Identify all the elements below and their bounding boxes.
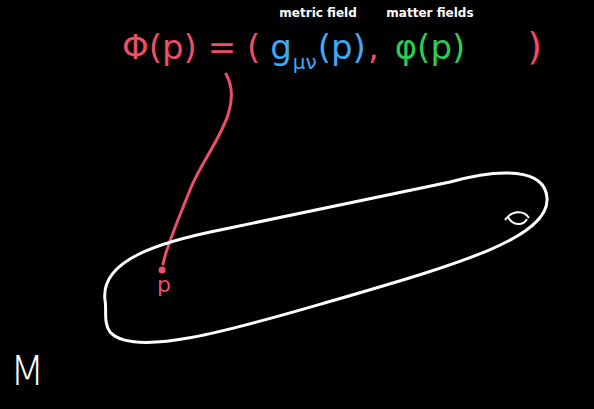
manifold-outline: [95, 160, 555, 365]
metric-indices: μν: [293, 50, 317, 74]
manifold-name: M: [10, 348, 45, 394]
metric-symbol: g: [270, 27, 292, 67]
manifold-border: [105, 173, 547, 343]
formula-close: ): [527, 24, 542, 68]
metric-argument: (p): [318, 27, 366, 67]
formula-comma: ,: [368, 27, 379, 67]
manifold-region: p: [95, 160, 555, 365]
matter-caption: matter fields: [386, 6, 473, 20]
matter-field: φ(p): [395, 27, 466, 67]
point-label: p: [157, 272, 171, 297]
metric-caption: metric field: [279, 6, 356, 20]
formula: Φ(p) = (gμν(p),φ(p)): [122, 24, 542, 68]
handle-hole: [508, 217, 527, 224]
formula-lhs: Φ(p) = (: [122, 27, 260, 67]
